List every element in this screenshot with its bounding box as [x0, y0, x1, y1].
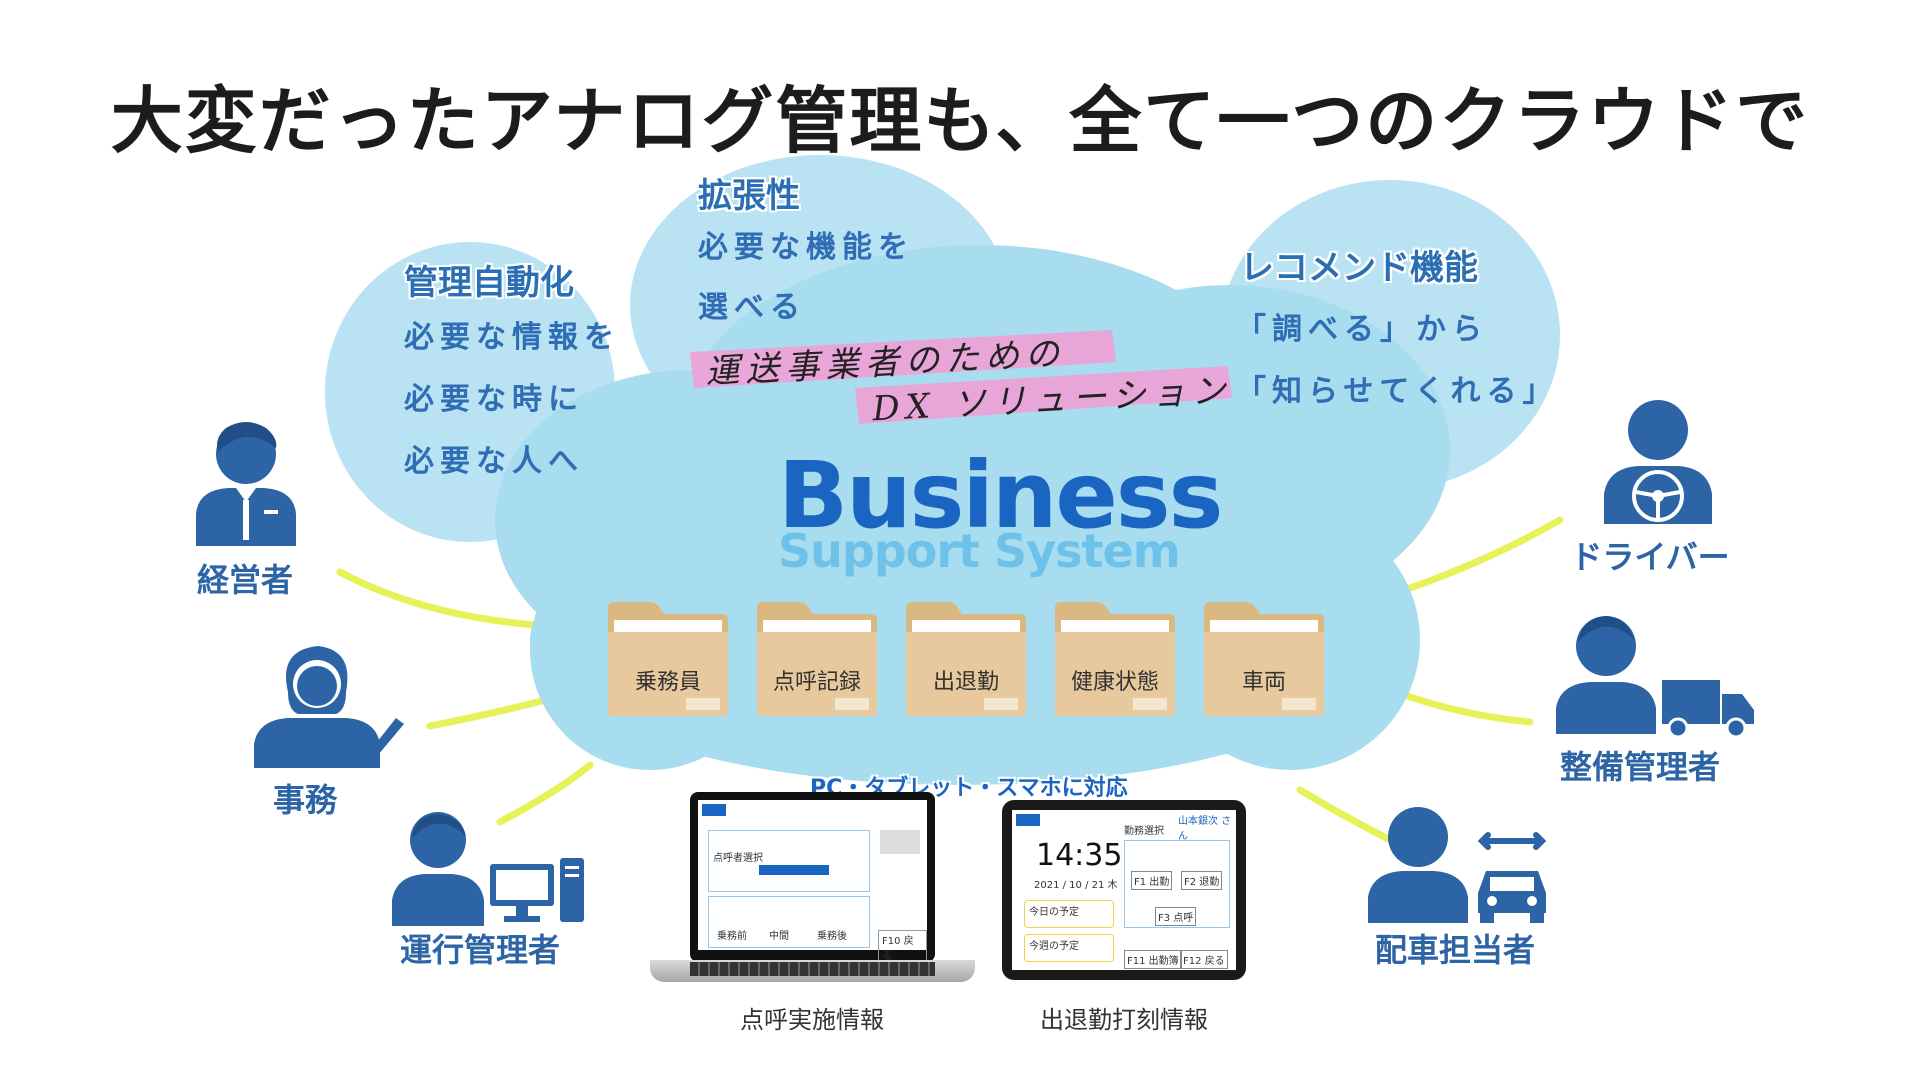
- role-office-staff: 事務: [272, 781, 337, 819]
- feature-extensibility-title: 拡張性: [698, 176, 800, 216]
- highlighter-marks: [690, 330, 1232, 424]
- laptop-screen: 点呼者選択 乗務前 中間 乗務後 F10 戻る: [698, 800, 927, 964]
- tablet-button-panel: F1 出勤 F2 退勤 F3 点呼: [1124, 840, 1230, 928]
- folder-icon: [1055, 602, 1175, 716]
- folder-label: 健康状態: [1070, 670, 1159, 695]
- connector-keieisha: [336, 568, 539, 629]
- tablet-prompt: 勤務選択: [1124, 826, 1164, 837]
- laptop-bezel: 点呼者選択 乗務前 中間 乗務後 F10 戻る: [690, 792, 935, 964]
- tablet-clock: 14:35: [1036, 838, 1123, 873]
- role-dispatcher: 配車担当者: [1374, 931, 1535, 969]
- folder-label: 乗務員: [634, 670, 701, 695]
- tablet-btn-f2[interactable]: F2 退勤: [1181, 871, 1223, 890]
- driver-icon: [1604, 400, 1712, 524]
- laptop-arrow-button[interactable]: [880, 830, 920, 854]
- connector-seibi: [1401, 691, 1534, 726]
- folder-label: 車両: [1241, 670, 1286, 695]
- logo-business: Business: [778, 442, 1223, 549]
- tablet-date: 2021 / 10 / 21 木: [1034, 880, 1118, 891]
- tablet-btn-f12[interactable]: F12 戻る: [1180, 950, 1228, 969]
- feature-automation-title: 管理自動化: [404, 263, 574, 303]
- tablet-caption: 出退勤打刻情報: [1040, 1006, 1208, 1034]
- tablet-btn-f3[interactable]: F3 点呼: [1155, 907, 1197, 926]
- laptop-keyboard: [650, 960, 975, 982]
- connector-lines: [336, 516, 1564, 849]
- role-driver: ドライバー: [1570, 538, 1730, 576]
- role-operations-manager: 運行管理者: [399, 931, 560, 969]
- feature-extensibility-line-2: 選べる: [698, 290, 806, 325]
- laptop-keys: [690, 962, 935, 976]
- maintenance-manager-icon: [1556, 616, 1754, 738]
- laptop-app-logo: [702, 804, 726, 816]
- feature-recommend-title: レコメンド機能: [1240, 248, 1478, 288]
- feature-automation-line-2: 必要な時に: [404, 382, 584, 417]
- tablet: 14:35 2021 / 10 / 21 木 今日の予定 今週の予定 勤務選択 …: [1002, 800, 1246, 980]
- folder-icon: [608, 602, 728, 716]
- tablet-week-box: 今週の予定: [1024, 934, 1114, 962]
- logo-support-system: Support System: [778, 524, 1181, 578]
- operations-manager-icon: [392, 812, 584, 926]
- tablet-today-label: 今日の予定: [1029, 907, 1079, 918]
- tablet-user: 山本銀次 さん: [1178, 816, 1232, 842]
- folder-icon: [1204, 602, 1324, 716]
- folder-1[interactable]: 乗務員: [604, 598, 732, 718]
- folder-label: 点呼記録: [772, 670, 861, 695]
- role-maintenance-manager: 整備管理者: [1559, 748, 1720, 786]
- connector-unko: [496, 761, 594, 826]
- feature-extensibility-line-1: 必要な機能を: [698, 230, 914, 265]
- executive-icon: [196, 422, 296, 546]
- tablet-btn-f1[interactable]: F1 出勤: [1131, 871, 1173, 890]
- dispatcher-icon: [1368, 807, 1547, 923]
- headline: 大変だったアナログ管理も、全て一つのクラウドで: [110, 79, 1810, 163]
- folder-icon: [757, 602, 877, 716]
- folder-icon: [906, 602, 1026, 716]
- connector-jimu: [426, 696, 549, 730]
- folder-4[interactable]: 健康状態: [1051, 598, 1179, 718]
- connector-driver: [1406, 516, 1564, 592]
- feature-recommend-line-1: 「調べる」から: [1236, 312, 1488, 347]
- laptop-caption: 点呼実施情報: [740, 1006, 884, 1034]
- folder-3[interactable]: 出退勤: [902, 598, 1030, 718]
- tablet-week-label: 今週の予定: [1029, 941, 1079, 952]
- laptop-select[interactable]: [759, 865, 829, 875]
- feature-automation: 管理自動化: [404, 255, 574, 304]
- laptop-icon-1[interactable]: 乗務前: [717, 931, 747, 942]
- laptop-icon-2[interactable]: 中間: [769, 931, 789, 942]
- feature-automation-line-3: 必要な人へ: [404, 444, 584, 479]
- folder-5[interactable]: 車両: [1200, 598, 1328, 718]
- tablet-app-logo: [1016, 814, 1040, 826]
- tablet-today-box: 今日の予定: [1024, 900, 1114, 928]
- tablet-btn-f11[interactable]: F11 出勤簿: [1124, 950, 1182, 969]
- laptop-icon-3[interactable]: 乗務後: [817, 931, 847, 942]
- tablet-screen: 14:35 2021 / 10 / 21 木 今日の予定 今週の予定 勤務選択 …: [1012, 810, 1236, 970]
- laptop-field-label: 点呼者選択: [713, 853, 763, 864]
- feature-automation-line-1: 必要な情報を: [404, 320, 620, 355]
- laptop-back-button[interactable]: F10 戻る: [878, 930, 927, 964]
- laptop: 点呼者選択 乗務前 中間 乗務後 F10 戻る: [650, 792, 975, 987]
- role-executive: 経営者: [196, 561, 293, 599]
- feature-recommend-line-2: 「知らせてくれる」: [1236, 374, 1559, 409]
- folder-label: 出退勤: [932, 670, 999, 695]
- laptop-panel-top: 点呼者選択: [708, 830, 870, 892]
- office-staff-icon: [254, 646, 404, 768]
- laptop-panel-bottom: 乗務前 中間 乗務後: [708, 896, 870, 948]
- folder-2[interactable]: 点呼記録: [753, 598, 881, 718]
